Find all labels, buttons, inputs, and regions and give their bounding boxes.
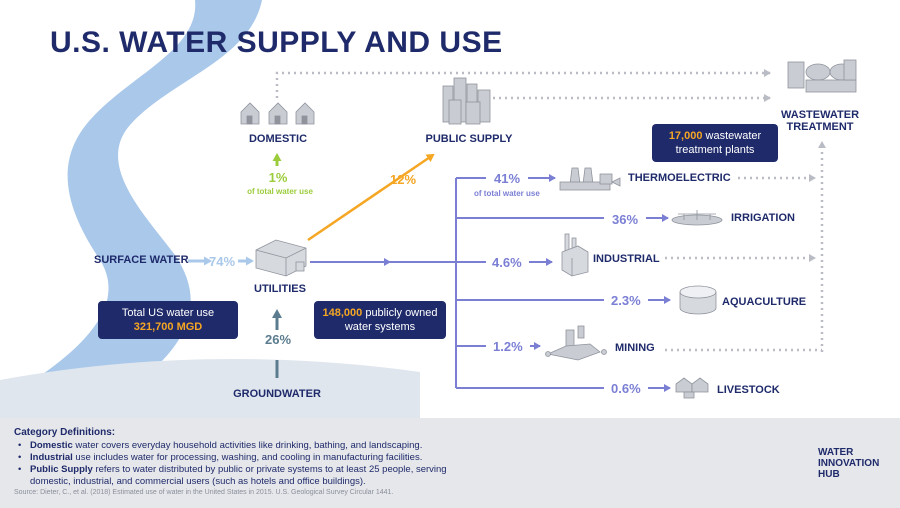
logo-line1: WATER (818, 447, 854, 458)
aquaculture-label: AQUACULTURE (722, 296, 807, 308)
thermoelectric-percent: 41% (494, 171, 521, 186)
definition-public-supply: Public Supply refers to water distribute… (18, 464, 470, 488)
mining-icon (545, 325, 607, 361)
industrial-percent: 4.6% (492, 255, 522, 270)
aquaculture-tank-icon (679, 285, 717, 315)
definition-text: use includes water for processing, washi… (72, 452, 423, 463)
wastewater-label-line1: WASTEWATER (780, 109, 860, 121)
definition-industrial: Industrial use includes water for proces… (18, 452, 470, 464)
wastewater-label: WASTEWATER TREATMENT (781, 109, 859, 133)
water-systems-text: publicly owned (362, 307, 438, 319)
definition-term: Industrial (30, 452, 73, 463)
total-use-value: 321,700 MGD (133, 321, 203, 333)
livestock-percent: 0.6% (611, 381, 641, 396)
thermoelectric-subtext: of total water use (474, 189, 540, 198)
industrial-label: INDUSTRIAL (593, 253, 660, 265)
domestic-percent: 1% (268, 170, 288, 185)
water-systems-box: 148,000 publicly owned water systems (314, 301, 446, 339)
water-systems-text-line2: water systems (344, 321, 416, 333)
definition-term: Domestic (30, 440, 73, 451)
domestic-subtext: of total water use (247, 187, 313, 196)
utility-plant-icon (255, 239, 307, 277)
treatment-plants-text: wastewater (702, 130, 762, 142)
surface-water-label: SURFACE WATER (94, 254, 189, 266)
definition-text: refers to water distributed by public or… (30, 464, 447, 487)
ground-shape (0, 358, 420, 418)
definitions-title: Category Definitions: (14, 427, 116, 438)
definition-term: Public Supply (30, 464, 93, 475)
source-citation: Source: Dieter, C., et al. (2018) Estima… (14, 489, 394, 496)
city-buildings-icon (442, 77, 491, 125)
definition-text: water covers everyday household activiti… (72, 440, 423, 451)
irrigation-icon (671, 210, 723, 226)
aquaculture-percent: 2.3% (611, 293, 641, 308)
treatment-plants-box: 17,000 wastewater treatment plants (652, 124, 778, 162)
mining-label: MINING (615, 342, 655, 354)
logo-line2: INNOVATION (818, 458, 880, 469)
page-title: U.S. WATER SUPPLY AND USE (50, 26, 503, 59)
house-icon (240, 102, 315, 125)
wastewater-label-line2: TREATMENT (786, 121, 854, 133)
treatment-plants-text-line2: treatment plants (675, 144, 755, 156)
treatment-plants-count: 17,000 (668, 130, 703, 142)
total-use-box: Total US water use 321,700 MGD (98, 301, 238, 339)
public-supply-percent: 12% (390, 172, 417, 187)
logo-text: WATER INNOVATION HUB (818, 447, 879, 480)
definition-domestic: Domestic water covers everyday household… (18, 440, 470, 452)
groundwater-percent: 26% (265, 332, 292, 347)
livestock-label: LIVESTOCK (717, 384, 780, 396)
factory-icon (561, 233, 589, 277)
livestock-barn-icon (675, 377, 709, 399)
public-supply-label: PUBLIC SUPPLY (425, 133, 513, 145)
irrigation-label: IRRIGATION (731, 212, 795, 224)
logo-line3: HUB (818, 469, 840, 480)
utilities-label: UTILITIES (254, 283, 306, 295)
domestic-label: DOMESTIC (248, 133, 308, 145)
thermoelectric-label: THERMOELECTRIC (628, 172, 731, 184)
total-use-text: Total US water use (121, 307, 215, 319)
groundwater-label: GROUNDWATER (233, 388, 321, 400)
water-systems-count: 148,000 (322, 307, 363, 319)
irrigation-percent: 36% (612, 212, 639, 227)
mining-percent: 1.2% (493, 339, 523, 354)
surface-water-percent: 74% (209, 254, 236, 269)
power-plant-icon (559, 167, 621, 191)
treatment-plant-icon (787, 59, 857, 93)
